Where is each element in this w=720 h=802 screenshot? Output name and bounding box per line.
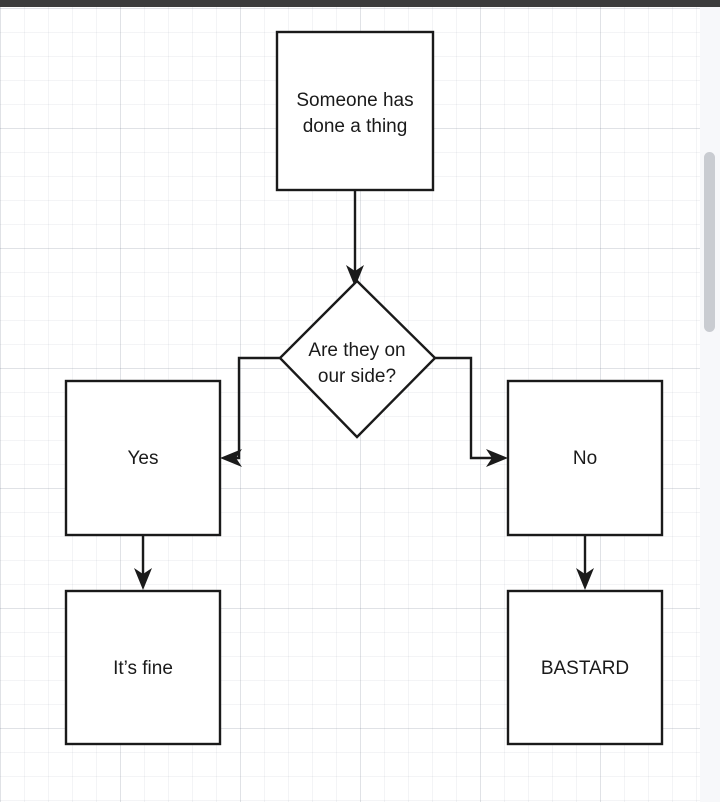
arrowhead-down-icon	[576, 568, 594, 590]
arrowhead-down-icon	[134, 568, 152, 590]
node-yes-label: Yes	[128, 448, 159, 469]
edge-decision-to-no	[435, 356, 508, 467]
node-start-label-line1: Someone has	[296, 90, 413, 111]
node-decision-shape[interactable]	[278, 279, 437, 439]
node-yes-shape[interactable]	[64, 379, 222, 537]
arrowhead-right-icon	[486, 449, 508, 467]
edge-yes-to-fine	[134, 535, 152, 590]
window-titlebar	[0, 0, 720, 7]
node-start-shape[interactable]	[275, 30, 435, 192]
node-no-label: No	[573, 448, 597, 469]
node-bastard[interactable]: BASTARD	[506, 589, 664, 746]
node-bastard-shape[interactable]	[506, 589, 664, 746]
edge-decision-to-yes	[220, 356, 280, 467]
node-fine-shape[interactable]	[64, 589, 222, 746]
vertical-scrollbar-track[interactable]	[700, 7, 720, 802]
node-yes[interactable]: Yes	[64, 379, 222, 537]
node-decision-label-line2: our side?	[318, 366, 396, 387]
edge-start-to-decision	[346, 190, 364, 287]
node-fine[interactable]: It’s fine	[64, 589, 222, 746]
node-no[interactable]: No	[506, 379, 664, 537]
node-bastard-label: BASTARD	[541, 658, 629, 679]
node-decision[interactable]: Are they on our side?	[278, 279, 437, 439]
node-decision-label-line1: Are they on	[308, 340, 405, 361]
arrowhead-down-icon	[346, 265, 364, 287]
arrowhead-left-icon	[220, 449, 242, 467]
node-start[interactable]: Someone has done a thing	[275, 30, 435, 192]
node-start-label-line2: done a thing	[303, 116, 408, 137]
edge-no-to-bastard	[576, 535, 594, 590]
vertical-scrollbar-thumb[interactable]	[704, 152, 715, 332]
node-fine-label: It’s fine	[113, 658, 173, 679]
node-no-shape[interactable]	[506, 379, 664, 537]
